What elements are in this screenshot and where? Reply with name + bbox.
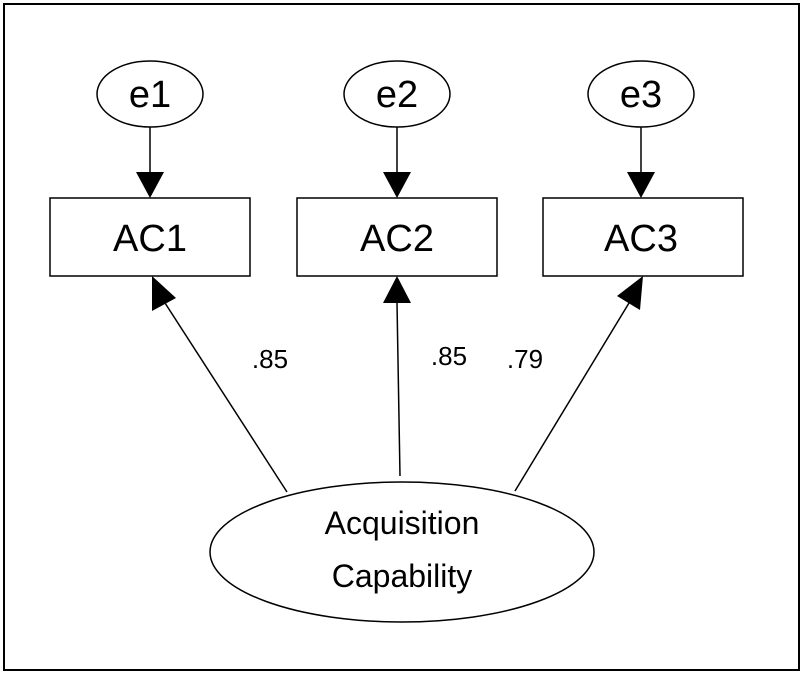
error-e2: e2 bbox=[343, 60, 451, 128]
latent-ellipse bbox=[209, 481, 595, 623]
indicator-label: AC3 bbox=[604, 218, 678, 260]
diagram-frame bbox=[3, 3, 800, 671]
indicator-box bbox=[49, 197, 251, 277]
error-label: e2 bbox=[376, 74, 418, 116]
indicator-label: AC1 bbox=[113, 218, 187, 260]
indicator-AC2: AC2 bbox=[296, 197, 498, 277]
loading-arrow-AC2 bbox=[383, 276, 411, 477]
indicator-AC1: AC1 bbox=[49, 197, 251, 277]
error-label: e3 bbox=[620, 74, 662, 116]
error-e1: e1 bbox=[96, 60, 204, 128]
latent-construct: Acquisition Capability bbox=[209, 481, 595, 623]
error-arrow-e3 bbox=[627, 127, 655, 198]
loading-arrow-AC3 bbox=[514, 276, 643, 492]
error-label: e1 bbox=[129, 74, 171, 116]
loading-label-AC2: .85 bbox=[431, 341, 467, 371]
loading-arrow-AC1 bbox=[152, 276, 288, 493]
indicator-AC3: AC3 bbox=[542, 197, 744, 277]
latent-label-line1: Acquisition bbox=[325, 505, 480, 541]
loading-label-AC3: .79 bbox=[507, 344, 543, 374]
error-arrow-e1 bbox=[136, 127, 164, 198]
error-e3: e3 bbox=[587, 60, 695, 128]
loading-label-AC1: .85 bbox=[252, 344, 288, 374]
error-arrow-e2 bbox=[383, 127, 411, 198]
latent-label-line2: Capability bbox=[332, 558, 473, 594]
indicator-label: AC2 bbox=[360, 218, 434, 260]
